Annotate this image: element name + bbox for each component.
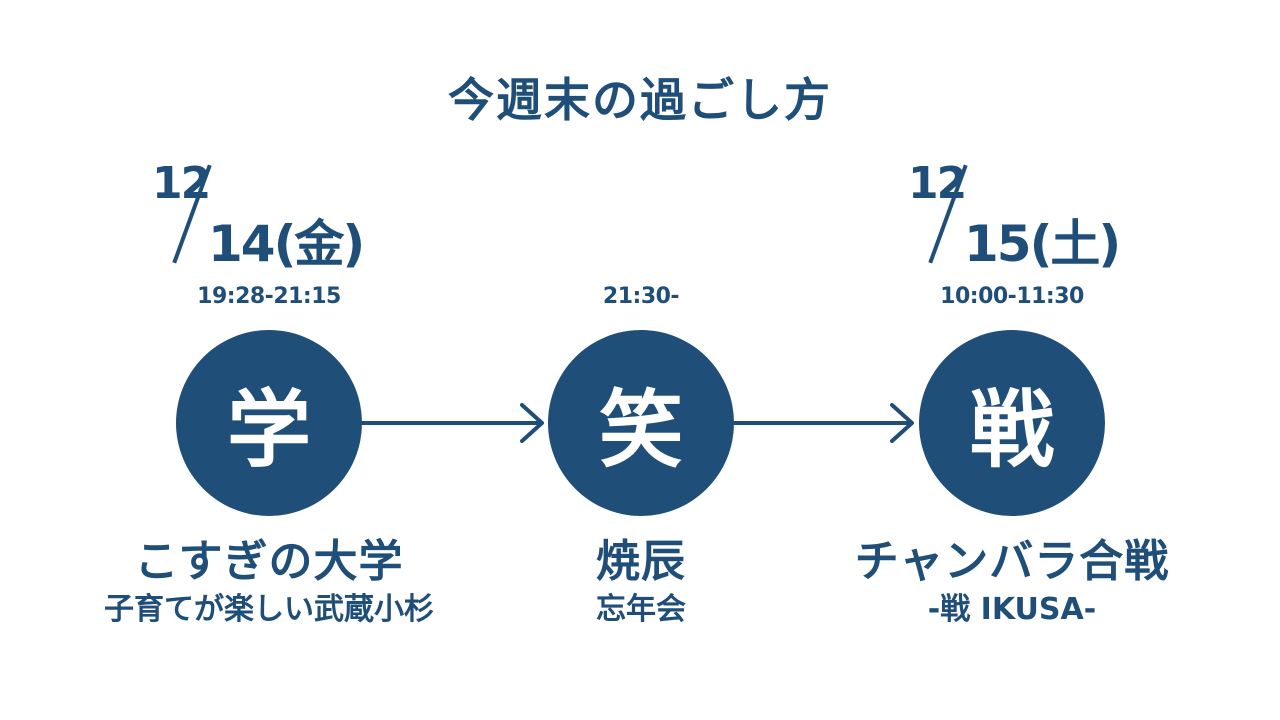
event-name: 焼辰 <box>596 536 686 587</box>
arrow-head <box>890 403 914 443</box>
date-friday: 12 14(金) <box>152 158 372 273</box>
date-day: 14(金) <box>208 215 365 273</box>
event-time: 10:00-11:30 <box>940 284 1084 309</box>
event-label: こすぎの大学 子育てが楽しい武蔵小杉 <box>69 534 469 630</box>
event-subtitle: 忘年会 <box>596 592 686 627</box>
date-day: 15(土) <box>964 215 1121 273</box>
page-title: 今週末の過ごし方 <box>448 73 832 127</box>
event-time: 21:30- <box>602 284 680 309</box>
event-subtitle: -戦 IKUSA- <box>927 592 1097 627</box>
event-name: こすぎの大学 <box>134 536 404 587</box>
event-label: 焼辰 忘年会 <box>441 534 841 630</box>
event-label: チャンバラ合戦 -戦 IKUSA- <box>812 534 1212 630</box>
event-circle-learn: 学 <box>176 330 362 516</box>
event-circle-battle: 戦 <box>919 330 1105 516</box>
date-saturday: 12 15(土) <box>908 158 1128 273</box>
event-subtitle: 子育てが楽しい武蔵小杉 <box>104 592 434 627</box>
event-name: チャンバラ合戦 <box>854 536 1170 587</box>
arrow-head <box>520 403 544 443</box>
event-time: 19:28-21:15 <box>197 284 341 309</box>
event-circle-laugh: 笑 <box>548 330 734 516</box>
